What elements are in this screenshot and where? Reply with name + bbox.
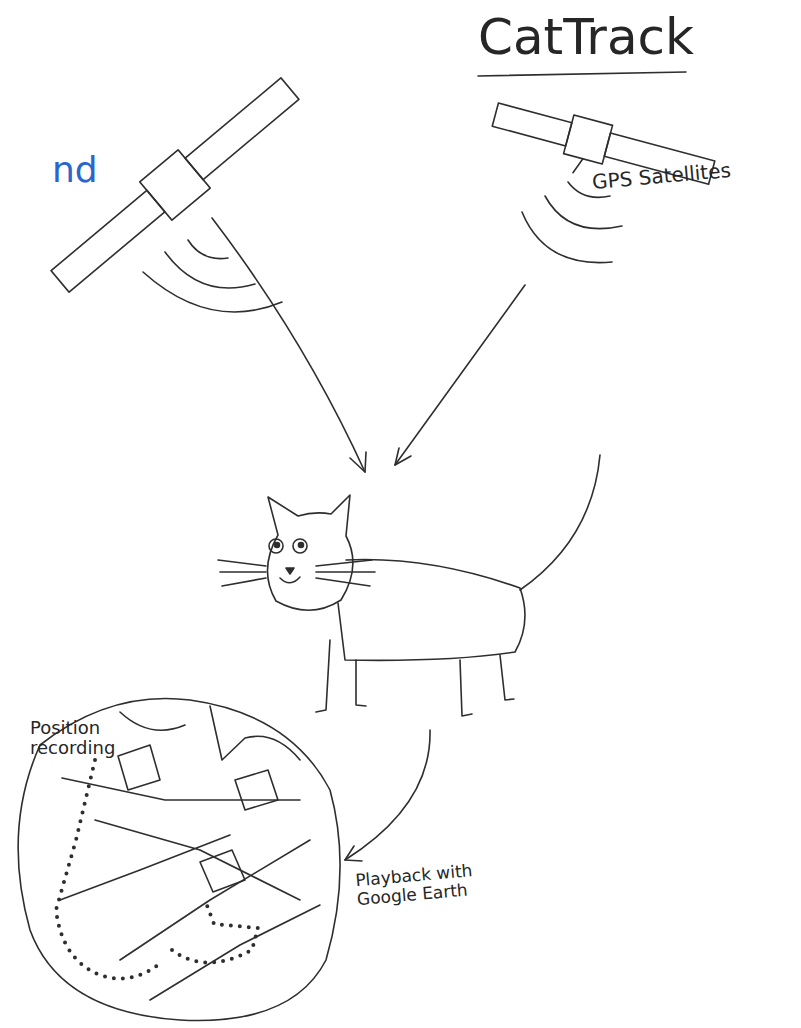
cat-pupil [275,543,280,548]
left-satellite [44,69,306,300]
solar-panel [492,103,572,146]
satellite-body [140,150,210,220]
recording-note: Position recording [30,718,142,758]
map-building [118,745,160,790]
track-dots [56,760,162,978]
cat-body [338,560,525,661]
cat-eye [269,539,283,553]
arrow-head [350,452,366,472]
playback-note: Playback with Google Earth [355,861,480,909]
slide-fragment: nd [52,150,98,190]
radio-wave [545,196,622,229]
signal-arrow [212,218,365,472]
cat-nose [286,568,294,574]
radio-wave [522,212,612,263]
cat-tail [520,455,600,590]
antenna [573,157,583,174]
cat-drawing [218,455,600,716]
map-road [120,706,300,760]
cat-legs [316,640,514,716]
map-sketch [18,698,340,1020]
diagram-title: CatTrack [478,10,694,65]
cat-whiskers [218,560,266,586]
cat-whiskers [316,560,375,586]
map-building [235,770,278,810]
arrow-head [395,448,411,465]
radio-wave [143,272,282,312]
cat-mouth [280,577,300,583]
map-outline [18,698,340,1020]
track-dots [172,900,258,963]
playback-arrow [345,730,430,860]
satellite-label: GPS Satellites [591,159,731,193]
map-building [200,850,245,892]
cat-eye [293,539,307,553]
signal-arrow [395,285,525,465]
arrow-head [345,846,362,861]
title-underline [478,72,686,76]
cat-head [267,495,352,610]
radio-wave [188,240,228,259]
cat-pupil [299,543,304,548]
map-road [60,778,320,1000]
solar-panel [185,78,299,180]
